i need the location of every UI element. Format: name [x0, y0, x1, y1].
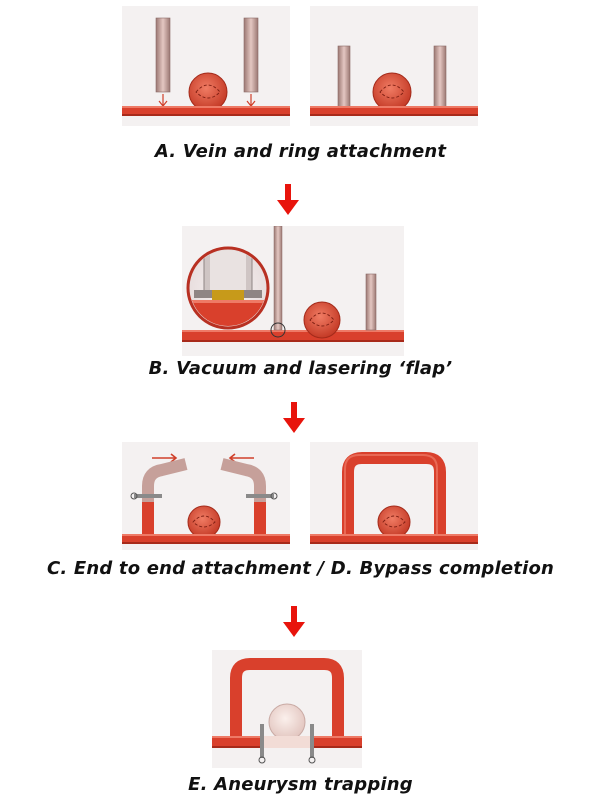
panel-a-left — [122, 6, 290, 126]
panel-d — [310, 442, 478, 550]
caption-b: B. Vacuum and lasering ‘flap’ — [148, 358, 453, 379]
caption-e: E. Aneurysm trapping — [188, 774, 413, 795]
down-arrow-icon — [282, 402, 306, 434]
panel-c — [122, 442, 290, 550]
panel-e — [212, 650, 362, 768]
caption-cd: C. End to end attachment / D. Bypass com… — [46, 558, 555, 579]
down-arrow-icon — [276, 184, 300, 216]
panel-b — [182, 226, 404, 356]
down-arrow-icon — [282, 606, 306, 638]
panel-a-right — [310, 6, 478, 126]
caption-a: A. Vein and ring attachment — [154, 141, 447, 162]
